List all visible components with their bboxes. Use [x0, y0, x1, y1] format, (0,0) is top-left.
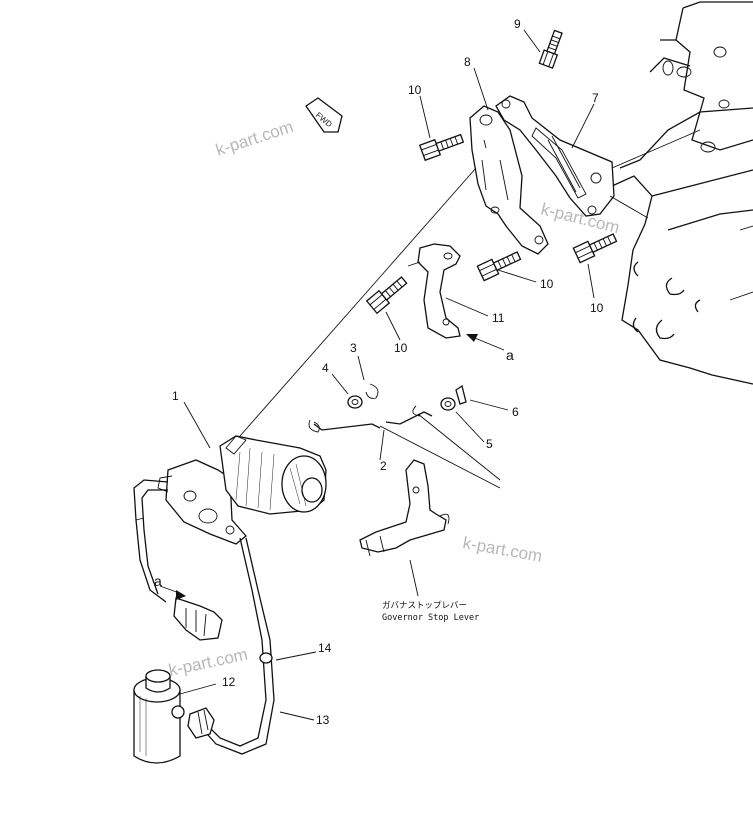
- view-label-lower: a: [154, 573, 162, 589]
- view-arrow-upper: [466, 334, 505, 351]
- label-part-10-top: 10: [408, 83, 422, 97]
- engine-block: [611, 1, 753, 385]
- label-part-8: 8: [464, 55, 471, 69]
- ground-cable-13: [187, 537, 275, 755]
- label-part-7: 7: [592, 91, 599, 105]
- label-part-3: 3: [350, 341, 357, 355]
- label-part-2: 2: [380, 459, 387, 473]
- label-part-9: 9: [514, 17, 521, 31]
- ring-3: [365, 383, 379, 399]
- watermark-1: k-part.com: [213, 117, 295, 160]
- fwd-marker: FWD: [305, 97, 343, 133]
- watermark-4: k-part.com: [167, 645, 249, 680]
- governor-stop-lever: [359, 459, 450, 557]
- label-part-6: 6: [512, 405, 519, 419]
- washer-4: [347, 395, 363, 409]
- label-part-11: 11: [492, 311, 505, 325]
- bracket-7: [495, 95, 615, 217]
- label-part-4: 4: [322, 361, 329, 375]
- label-part-10-right: 10: [590, 301, 604, 315]
- stop-solenoid: [157, 435, 327, 545]
- view-label-upper: a: [506, 347, 514, 363]
- label-part-1: 1: [172, 389, 179, 403]
- bolt-9: [538, 29, 563, 69]
- bolt-10-top: [418, 133, 465, 162]
- bolt-10-mid: [476, 251, 522, 282]
- label-part-14: 14: [318, 641, 332, 655]
- caption-english: Governor Stop Lever: [382, 613, 479, 623]
- link-rod-2: [308, 405, 501, 489]
- pin-6: [455, 384, 467, 405]
- wire-harness: [133, 479, 223, 641]
- label-part-5: 5: [486, 437, 493, 451]
- label-part-12: 12: [222, 675, 236, 689]
- leader-lines: [179, 29, 595, 721]
- label-part-10-mid: 10: [540, 277, 554, 291]
- label-part-13: 13: [316, 713, 330, 727]
- label-part-10-left: 10: [394, 341, 408, 355]
- watermark-3: k-part.com: [461, 533, 543, 566]
- caption-japanese: ガバナストップレバー: [382, 600, 467, 611]
- assembly-leader: [239, 167, 477, 437]
- washer-5: [440, 397, 456, 411]
- view-arrow-lower: [159, 585, 186, 600]
- bracket-8: [469, 105, 549, 255]
- bolt-10-left: [365, 276, 408, 315]
- bracket-11: [407, 243, 461, 339]
- relay-12: [133, 669, 185, 764]
- bolt-10-right: [572, 233, 618, 264]
